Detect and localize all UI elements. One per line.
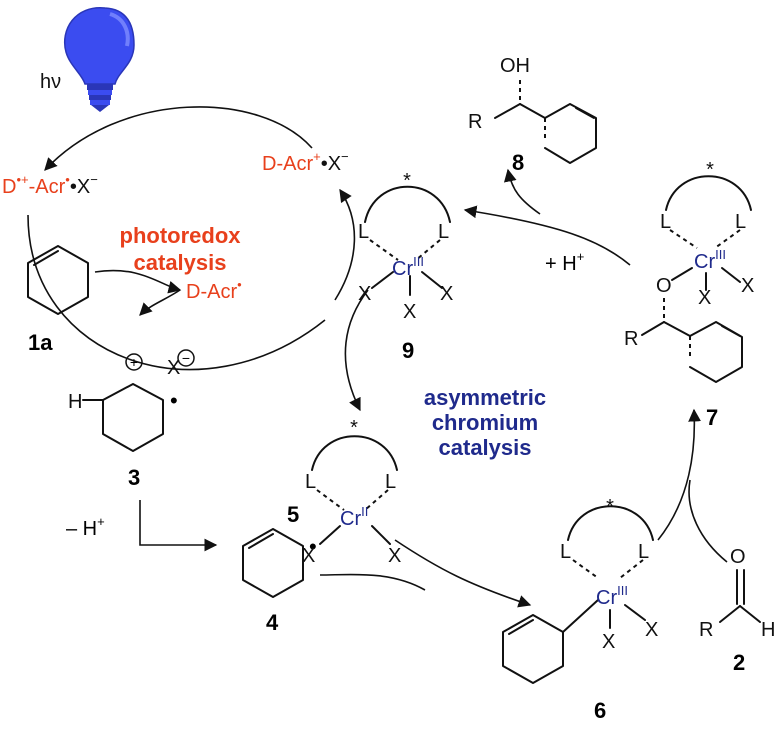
compound-label-1a: 1a [28,330,53,355]
cr-reduction-arrow [344,289,369,412]
ligand-l-left-9: L [358,221,369,243]
plus-charge: + [130,354,138,370]
reduction-arc [27,214,326,371]
chromium-complex-9 [364,185,451,296]
compound-label-6: 6 [594,698,606,723]
chromium-label-line3: catalysis [439,435,532,460]
allyl-radical-4 [242,528,304,598]
aldehyde-join-arc [688,479,728,563]
allylchromium-complex-6 [502,505,654,684]
h-atom-2: H [761,619,775,641]
plus-h-label: + H+ [545,249,584,275]
minus-h-label: – H+ [66,514,105,540]
counterion-x: X [167,357,180,379]
h-atom-3: H [68,391,82,413]
acridinium-cation: D-Acr+•X− [262,149,349,175]
ligand-l-left-6: L [560,541,571,563]
chromium-complex-5 [311,435,398,545]
r-group-8: R [468,111,482,133]
ligand-l-right-6: L [638,541,649,563]
homoallylic-alcohol-8 [494,80,597,164]
aldehyde-2 [719,569,761,623]
donor-acceptor-pair: D•+-Acr••X− [2,172,98,198]
photoredox-label-line1: photoredox [120,223,242,248]
ligand-x-right-7: X [741,275,754,297]
compound-label-7: 7 [706,405,718,430]
hv-label: hν [40,71,61,93]
compound-label-2: 2 [733,650,745,675]
chiral-star-9: * [403,170,411,192]
radical-join-arc [319,573,426,591]
cyclohexene-in-arrow [94,269,182,294]
acridine-radical: D-Acr• [186,277,242,303]
product-release-arrow [503,168,541,215]
chromium-center-7: CrIII [694,247,726,273]
photoredox-cycle [27,106,356,371]
protonolysis-arrow [463,205,631,266]
ligand-x-bottom-6: X [602,631,615,653]
ligand-l-right-9: L [438,221,449,243]
cyclohexene-1a [27,245,89,315]
radical-cation-3 [82,349,195,452]
compound-label-4: 4 [266,610,279,635]
photoredox-label-line2: catalysis [134,250,227,275]
ligand-x-left-5: X [302,545,315,567]
chromium-center-9: CrIII [392,254,424,280]
ligand-l-right-5: L [385,471,396,493]
ligand-l-left-5: L [305,471,316,493]
ligand-l-right-7: L [735,211,746,233]
chromium-label-line1: asymmetric [424,385,546,410]
light-bulb-icon [64,7,135,112]
r-group-7: R [624,328,638,350]
compound-label-9: 9 [402,338,414,363]
compound-label-8: 8 [512,150,524,175]
aldehyde-addition-arrow [657,408,701,541]
chromium-label-line2: chromium [432,410,538,435]
ligand-x-bottom-7: X [698,287,711,309]
radical-dot-4: • [309,534,317,559]
ligand-x-bottom-9: X [403,301,416,323]
ligand-l-left-7: L [660,211,671,233]
oxygen-7: O [656,275,672,297]
deprotonation-arrow [139,500,218,552]
radical-capture-arrow [394,539,532,608]
hydroxyl-8: OH [500,55,530,77]
ligand-x-right-9: X [440,283,453,305]
excitation-arrow [44,106,313,171]
radical-cation-out-arrow [139,289,181,316]
chiral-star-5: * [350,417,358,439]
oxidation-arrow [334,188,356,301]
minus-charge: − [182,350,190,366]
chromium-center-6: CrIII [596,583,628,609]
compound-label-3: 3 [128,465,140,490]
ligand-x-right-5: X [388,545,401,567]
compound-label-5: 5 [287,502,299,527]
ligand-x-right-6: X [645,619,658,641]
chiral-star-7: * [706,159,714,181]
chromium-alkoxide-7 [641,175,752,383]
oxygen-2: O [730,546,746,568]
r-group-2: R [699,619,713,641]
chiral-star-6: * [606,496,614,518]
radical-dot-3: • [170,388,178,413]
chromium-center-5: CrII [340,504,368,530]
